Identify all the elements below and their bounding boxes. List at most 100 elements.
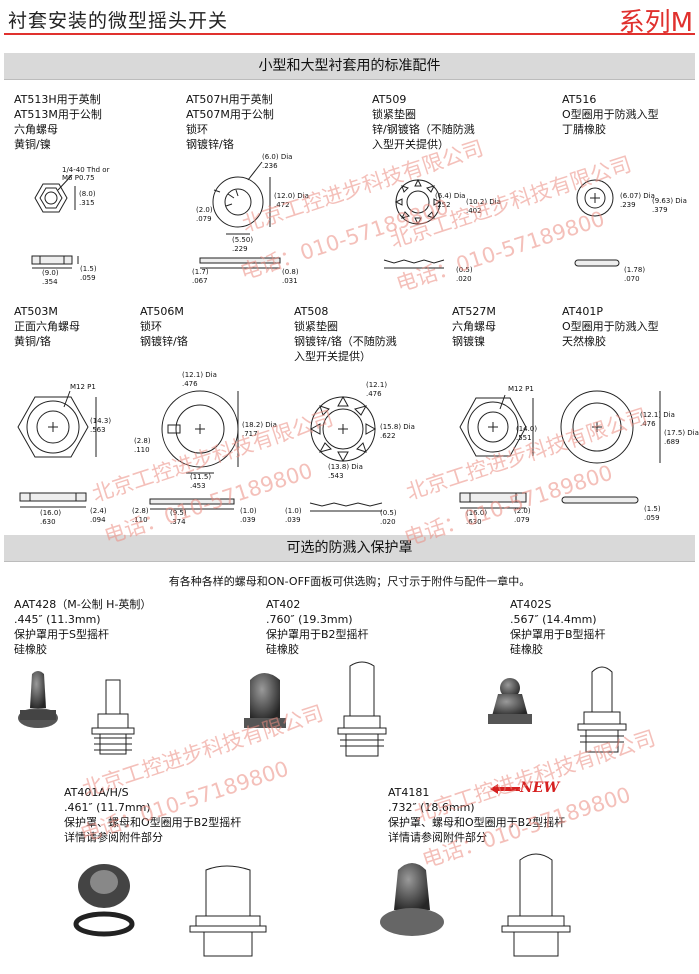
at506-dim-d1: (12.1) Dia — [182, 371, 217, 379]
at503-dim-t1: (2.4) — [90, 507, 107, 515]
at507-dim-d1: (6.0) Dia — [262, 153, 292, 161]
at401p-o-ring-drawing — [560, 390, 634, 464]
row2-drawings: M12 P1 (14.3) .563 (16.0) .630 (2.4) .09… — [17, 371, 699, 526]
at402-boot-photo — [244, 673, 286, 728]
at516-dim-i2: .239 — [620, 201, 636, 209]
at503-dim-t2: .094 — [90, 516, 106, 524]
aat428-dim-drawing — [91, 679, 135, 755]
at513-hex-nut-drawing — [34, 183, 68, 213]
at513-dim-thread2: M6 P0.75 — [62, 174, 95, 182]
at506-dim-b1: (11.5) — [190, 473, 211, 481]
at506-dim-a1: (2.8) — [134, 437, 151, 445]
at513-side-drawing — [31, 255, 73, 265]
at507-dim-d2: .236 — [262, 162, 278, 170]
header-divider — [4, 33, 695, 35]
at516-dim-i1: (6.07) Dia — [620, 192, 655, 200]
at507-dim-s2: .031 — [282, 277, 298, 285]
at503-dim-w1: (16.0) — [40, 509, 61, 517]
new-arrow-icon — [490, 784, 520, 794]
at401p-side-drawing — [561, 496, 639, 504]
at507-dim-t2: .067 — [192, 277, 208, 285]
at527-side-drawing — [459, 492, 527, 503]
at527-dim-thread: M12 P1 — [508, 385, 534, 393]
at527-dim-w1: (16.0) — [466, 509, 487, 517]
at503-side-drawing — [19, 492, 87, 502]
part-label-at4181: AT4181.732″ (18.6mm)保护罩、螺母和O型圈用于B2型摇杆详情请… — [388, 786, 566, 844]
at506-dim-t1: (1.0) — [240, 507, 257, 515]
at503-dim-h2: .563 — [90, 426, 106, 434]
at516-dim-o2: .379 — [652, 206, 668, 214]
part-label-aat428: AAT428（M-公制 H-英制）.445″ (11.3mm)保护罩用于S型摇杆… — [14, 598, 152, 656]
at402-dim-drawing — [337, 661, 387, 757]
at527-dim-h1: (14.0) — [516, 425, 537, 433]
at401p-dim-t2: .059 — [644, 514, 660, 522]
at506-dim-d2: .476 — [182, 380, 198, 388]
at506-dim-b2: .453 — [190, 482, 206, 490]
at506-dim-c1: (9.5) — [170, 509, 187, 517]
at506-dim-o2: .717 — [242, 430, 258, 438]
at516-dim-t2: .070 — [624, 275, 640, 283]
part-label-at402: AT402.760″ (19.3mm)保护罩用于B2型摇杆硅橡胶 — [266, 598, 369, 656]
aat428-boot-photo — [18, 671, 58, 728]
at507-dim-o2: .472 — [274, 201, 290, 209]
at508-dim-r2: .543 — [328, 472, 344, 480]
at516-o-ring-drawing — [576, 179, 614, 217]
at507-dim-o1: (12.0) Dia — [274, 192, 309, 200]
at527-dim-t1: (2.0) — [514, 507, 531, 515]
at513-dim-t2: .059 — [80, 274, 96, 282]
at401p-dim-i2: .476 — [640, 420, 656, 428]
at508-side-drawing — [309, 502, 383, 507]
at527-dim-t2: .079 — [514, 516, 530, 524]
at503-dim-w2: .630 — [40, 518, 56, 526]
at507-dim-b1: (5.50) — [232, 236, 253, 244]
at527-dim-h2: .551 — [516, 434, 532, 442]
at401a-boot-photo — [73, 864, 135, 937]
at509-dim-o2: .402 — [466, 207, 482, 215]
at509-dim-i1: (6.4) Dia — [435, 192, 465, 200]
at507-dim-s1: (0.8) — [282, 268, 299, 276]
at4181-dim-drawing — [501, 853, 571, 957]
at513-dim-h1: (8.0) — [79, 190, 96, 198]
at503-hex-nut-drawing — [17, 396, 89, 458]
at506-dim-a2: .110 — [134, 446, 150, 454]
at503-dim-thread: M12 P1 — [70, 383, 96, 391]
at506-side-drawing — [149, 498, 235, 505]
at506-dim-o1: (18.2) Dia — [242, 421, 277, 429]
at508-dim-o1: (15.8) Dia — [380, 423, 415, 431]
at508-dim-r1: (13.8) Dia — [328, 463, 363, 471]
at503-dim-h1: (14.3) — [90, 417, 111, 425]
at527-dim-w2: .630 — [466, 518, 482, 526]
at508-dim-s1: (1.0) — [285, 507, 302, 515]
at516-dim-o1: (9.63) Dia — [652, 197, 687, 205]
at4181-boot-photo — [380, 863, 444, 936]
at402s-boot-photo — [488, 678, 532, 724]
at508-dim-o2: .622 — [380, 432, 396, 440]
part-label-at401a: AT401A/H/S.461″ (11.7mm)保护罩、螺母和O型圈用于B2型摇… — [64, 786, 242, 844]
at516-dim-t1: (1.78) — [624, 266, 645, 274]
at507-dim-b2: .229 — [232, 245, 248, 253]
at508-dim-i1: (12.1) — [366, 381, 387, 389]
at401p-dim-o1: (17.5) Dia — [664, 429, 699, 437]
at401p-dim-o2: .689 — [664, 438, 680, 446]
at506-dim-a2-side: .110 — [132, 516, 148, 524]
at509-dim-o1: (10.2) Dia — [466, 198, 501, 206]
at508-dim-i2: .476 — [366, 390, 382, 398]
new-badge: NEW — [520, 780, 560, 796]
at506-dim-c2: .374 — [170, 518, 186, 526]
at401p-dim-t1: (1.5) — [644, 505, 661, 513]
row1-drawings: 1/4-40 Thd or M6 P0.75 (8.0) .315 (9.0) … — [31, 153, 687, 286]
at507-dim-t1: (1.7) — [192, 268, 209, 276]
at506-dim-t2: .039 — [240, 516, 256, 524]
at506-dim-a1-side: (2.8) — [132, 507, 149, 515]
at513-dim-h2: .315 — [79, 199, 95, 207]
at516-side-drawing — [574, 259, 620, 267]
at401p-dim-i1: (12.1) Dia — [640, 411, 675, 419]
